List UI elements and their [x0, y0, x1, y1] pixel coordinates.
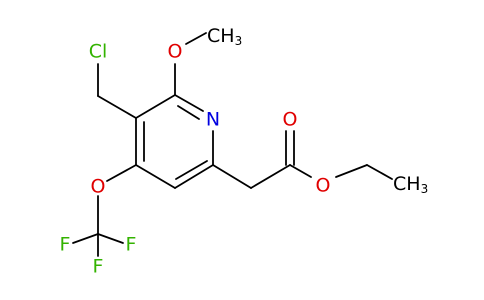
fluorine-right-label: F: [126, 234, 137, 256]
bond-o-ch3: [185, 32, 207, 45]
methoxy-methyl-label: CH3: [207, 25, 242, 48]
bond-c4-o: [106, 164, 137, 182]
bond-ch2-cco: [250, 164, 291, 189]
chlorine-label: Cl: [89, 41, 108, 63]
bond-c5-c6-inner: [175, 160, 208, 180]
fluorine-left-label: F: [60, 234, 71, 256]
bond-n-c2-inner: [177, 105, 200, 120]
pyridine-nitrogen-label: N: [206, 109, 220, 131]
bond-oester-ch2: [335, 164, 368, 178]
ethyl-methyl-c: CH: [393, 173, 421, 195]
bond-cf3-fleft: [72, 233, 99, 244]
ether-oxygen-label: O: [91, 176, 106, 198]
ethyl-methyl-label: CH3: [393, 173, 428, 196]
bond-c5-c6: [174, 164, 214, 189]
carbonyl-oxygen-label: O: [283, 109, 298, 131]
bond-ch2-ch3: [366, 164, 393, 180]
bond-c3-ch2: [97, 95, 137, 119]
ethyl-methyl-subscript: 3: [421, 182, 429, 196]
ester-oxygen-label: O: [316, 175, 331, 197]
bond-c2-c3: [135, 94, 176, 119]
methoxy-methyl-c: CH: [207, 25, 235, 47]
bond-c4-c5: [135, 164, 176, 189]
methoxy-oxygen-label: O: [168, 41, 183, 63]
bond-c6-ch2: [212, 164, 252, 189]
bond-c-oester: [289, 164, 312, 178]
fluorine-bottom-label: F: [93, 256, 104, 278]
bond-n-c2: [174, 94, 204, 112]
methoxy-methyl-subscript: 3: [235, 34, 243, 48]
bond-cf3-fright: [97, 233, 124, 244]
